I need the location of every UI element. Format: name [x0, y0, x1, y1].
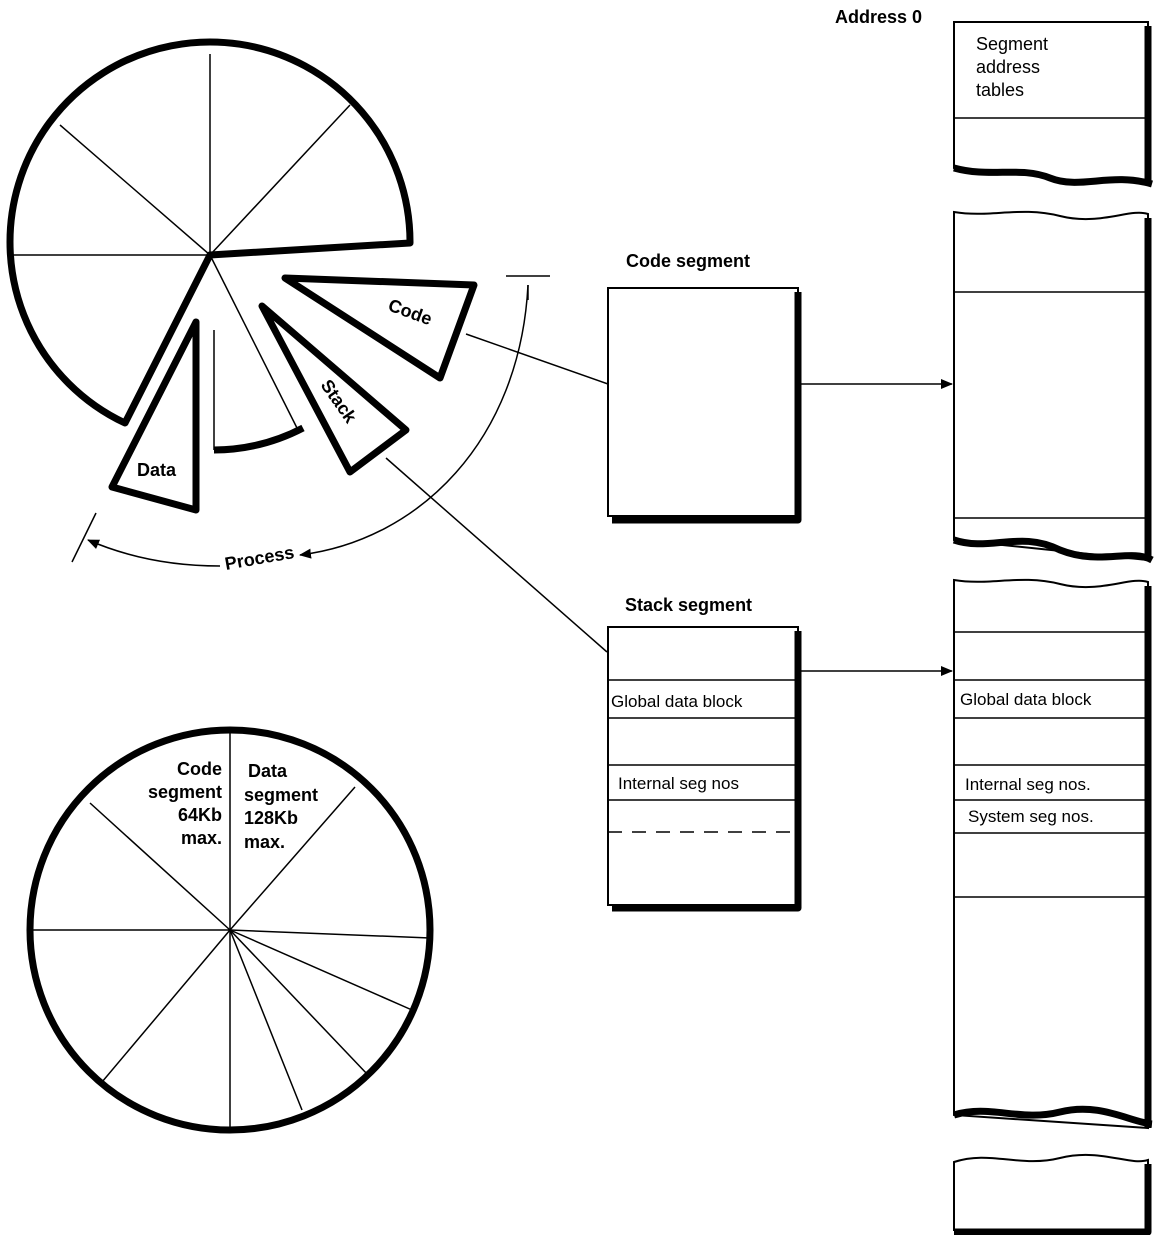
data-wedge — [108, 318, 200, 514]
stack-wedge — [258, 302, 410, 476]
address-zero-label: Address 0 — [835, 7, 922, 27]
memory-map: Address 0 Segment address tables Global … — [835, 7, 1154, 1235]
data-limit-line1: Data — [248, 761, 288, 781]
process-arc — [299, 284, 529, 559]
code-limit-line4: max. — [181, 828, 222, 848]
memory-internal-seg-nos: Internal seg nos. — [965, 775, 1091, 794]
code-segment-title: Code segment — [626, 251, 750, 271]
code-connector — [465, 333, 609, 385]
memory-system-seg-nos: System seg nos. — [968, 807, 1094, 826]
data-wedge-label: Data — [137, 460, 177, 480]
code-limit-line1: Code — [177, 759, 222, 779]
stack-connector — [385, 457, 608, 653]
data-limit-line4: max. — [244, 832, 285, 852]
data-limit-line2: segment — [244, 785, 318, 805]
code-segment: Code segment — [607, 251, 802, 524]
stack-segment-title: Stack segment — [625, 595, 752, 615]
code-wedge-label: Code — [386, 295, 435, 329]
stack-segment: Stack segment Global data block Internal… — [607, 595, 802, 912]
process-label: Process — [223, 542, 295, 574]
stack-global-data-block: Global data block — [611, 692, 743, 711]
segment-address-tables-line1: Segment — [976, 34, 1048, 54]
memory-global-data-block: Global data block — [960, 690, 1092, 709]
data-limit-line3: 128Kb — [244, 808, 298, 828]
process-pie-body — [6, 38, 414, 427]
stack-internal-seg-nos: Internal seg nos — [618, 774, 739, 793]
segment-address-tables-line2: address — [976, 57, 1040, 77]
code-limit-line3: 64Kb — [178, 805, 222, 825]
segment-address-tables-line3: tables — [976, 80, 1024, 100]
limits-pie: Code segment 64Kb max. Data segment 128K… — [26, 726, 434, 1134]
code-limit-line2: segment — [148, 782, 222, 802]
code-wedge — [281, 274, 478, 382]
process-pie: Data Stack Code Process — [6, 38, 550, 574]
